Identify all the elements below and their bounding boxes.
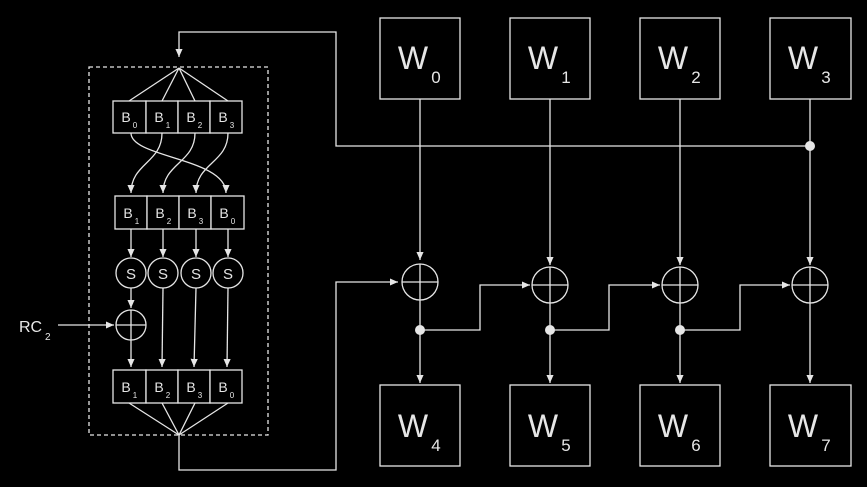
xor-chain-lines [420, 281, 790, 331]
byte-cell: B 2 [177, 100, 211, 134]
byte-cell: B 0 [210, 195, 245, 230]
word-box-w4: W 4 [379, 384, 461, 467]
word-box-w3: W 3 [769, 17, 852, 100]
svg-text:0: 0 [133, 121, 138, 130]
round-constant-letters: RC [19, 319, 42, 336]
svg-text:3: 3 [230, 121, 235, 130]
svg-text:0: 0 [230, 391, 235, 400]
sbox: S [147, 257, 179, 289]
word-subscript: 1 [561, 68, 570, 87]
xor-operator [531, 266, 569, 304]
word-letter: W [658, 40, 689, 76]
word-output-lines [416, 300, 814, 383]
word-box-w1: W 1 [509, 17, 591, 100]
g-output-line [178, 278, 398, 471]
byte-cell: B 3 [177, 369, 211, 404]
byte-cell: B 3 [178, 195, 212, 230]
byte-cell: B 0 [112, 100, 147, 134]
word-letter: W [398, 408, 429, 444]
byte-row-input: B 0 B 1 B 2 B 3 [112, 100, 243, 134]
rc-xor-operator [115, 309, 147, 341]
byte-cell: B 1 [145, 100, 179, 134]
sbox: S [180, 257, 212, 289]
svg-text:1: 1 [135, 217, 140, 226]
fan-in-lines [128, 402, 229, 436]
rotword-arrows [127, 132, 230, 194]
byte-cell: B 1 [114, 195, 148, 230]
svg-text:S: S [191, 266, 201, 283]
word-subscript: 0 [431, 68, 440, 87]
g-function-boundary [88, 66, 269, 436]
w3-feedback-line [175, 31, 810, 147]
fan-out-lines [128, 67, 229, 102]
byte-cell: B 3 [209, 100, 243, 134]
sbox-to-row3-arrows [127, 287, 231, 368]
svg-text:B: B [218, 109, 227, 125]
word-letter: W [528, 408, 559, 444]
input-word-boxes: W 0 W 1 W 2 W 3 [379, 17, 852, 100]
svg-text:2: 2 [167, 217, 172, 226]
svg-text:B: B [187, 205, 196, 221]
round-constant-label: RC 2 [19, 319, 51, 343]
word-input-lines [416, 99, 814, 265]
byte-row-output: B 1 B 2 B 3 B 0 [112, 369, 243, 404]
byte-row-rotated: B 1 B 2 B 3 B 0 [114, 195, 245, 230]
word-box-w2: W 2 [639, 17, 721, 100]
byte-cell: B 0 [209, 369, 243, 404]
xor-operator [791, 266, 829, 304]
round-constant-subscript: 2 [45, 332, 51, 343]
svg-text:B: B [155, 205, 164, 221]
word-subscript: 3 [821, 68, 830, 87]
word-box-w7: W 7 [769, 384, 852, 467]
svg-text:B: B [121, 379, 130, 395]
svg-text:B: B [154, 379, 163, 395]
word-letter: W [788, 408, 819, 444]
word-subscript: 5 [561, 436, 570, 455]
row2-to-sbox-arrows [127, 229, 232, 257]
sbox: S [115, 257, 147, 289]
word-letter: W [528, 40, 559, 76]
word-subscript: 7 [821, 436, 830, 455]
svg-text:S: S [223, 266, 233, 283]
svg-text:B: B [219, 205, 228, 221]
word-subscript: 2 [691, 68, 700, 87]
byte-cell: B 1 [112, 369, 147, 404]
svg-text:B: B [154, 109, 163, 125]
word-box-w6: W 6 [639, 384, 721, 467]
junction-dots [415, 141, 815, 335]
svg-text:2: 2 [166, 391, 171, 400]
svg-text:3: 3 [198, 391, 203, 400]
word-letter: W [658, 408, 689, 444]
output-word-boxes: W 4 W 5 W 6 W 7 [379, 384, 852, 467]
svg-text:0: 0 [231, 217, 236, 226]
byte-cell: B 2 [146, 195, 180, 230]
svg-text:S: S [126, 266, 136, 283]
svg-text:S: S [158, 266, 168, 283]
xor-operator [661, 266, 699, 304]
svg-text:2: 2 [198, 121, 203, 130]
svg-text:B: B [218, 379, 227, 395]
word-subscript: 4 [431, 436, 440, 455]
xor-operators [115, 263, 829, 341]
svg-text:3: 3 [199, 217, 204, 226]
word-letter: W [788, 40, 819, 76]
word-subscript: 6 [691, 436, 700, 455]
xor-operator [401, 263, 439, 301]
svg-text:B: B [186, 109, 195, 125]
word-box-w0: W 0 [379, 17, 461, 100]
sbox-row: S S S S [115, 257, 244, 289]
svg-text:B: B [186, 379, 195, 395]
svg-text:1: 1 [166, 121, 171, 130]
svg-text:B: B [123, 205, 132, 221]
byte-cell: B 2 [145, 369, 179, 404]
word-letter: W [398, 40, 429, 76]
svg-text:B: B [121, 109, 130, 125]
svg-text:1: 1 [133, 391, 138, 400]
sbox: S [212, 257, 244, 289]
word-box-w5: W 5 [509, 384, 591, 467]
